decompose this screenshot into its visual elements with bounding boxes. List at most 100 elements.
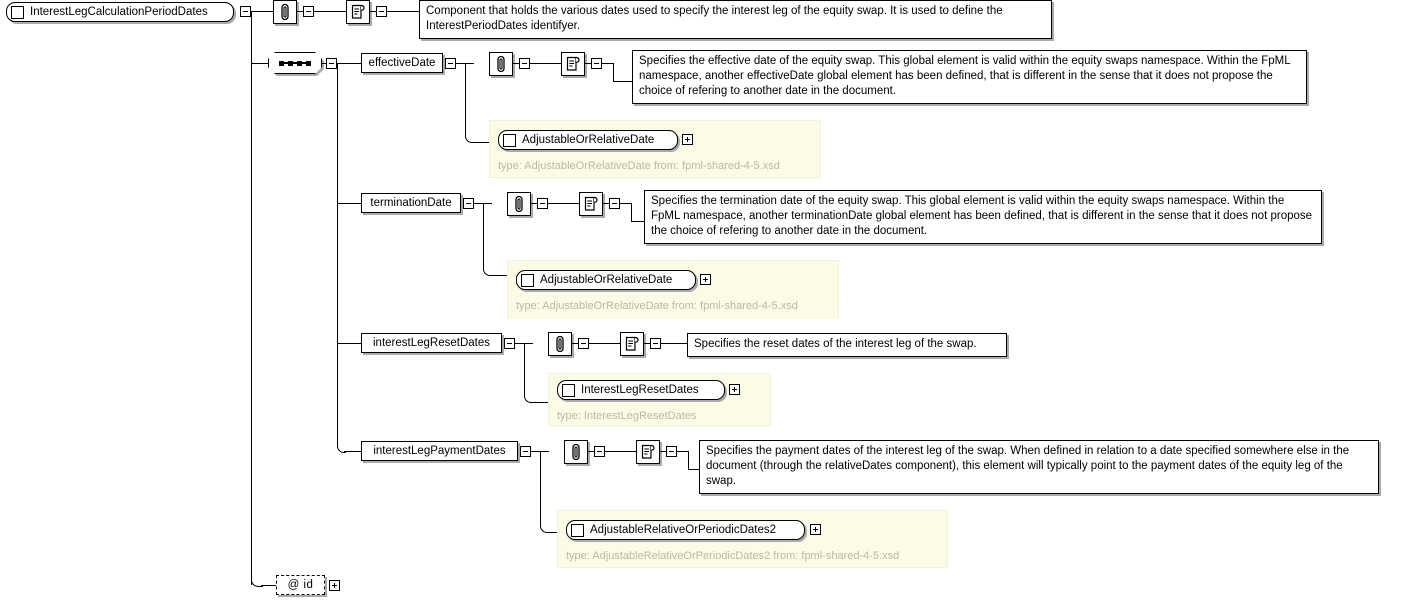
annotation-toggle-effectiveDate[interactable] [519,58,530,69]
paperclip-icon [572,443,580,461]
connector-seg [602,63,613,64]
annotation-paperclip-icon-root[interactable] [273,0,297,24]
type-ref-box-interestLegPaymentDates[interactable]: AdjustableRelativeOrPeriodicDates2 [566,520,805,540]
element-square-icon [562,383,575,397]
toggle-effectiveDate[interactable] [445,58,456,69]
element-box-terminationDate[interactable]: terminationDate [361,193,461,213]
root-documentation-note: Component that holds the various dates u… [419,0,1052,39]
type-label-terminationDate: type: AdjustableOrRelativeDate from: fpm… [516,300,798,312]
connector-seg [688,451,689,469]
connector-seg [572,343,578,344]
type-toggle-interestLegResetDates[interactable] [729,384,740,395]
annotation-paperclip-icon-effectiveDate[interactable] [489,52,513,76]
documentation-note-interestLegResetDates: Specifies the reset dates of the interes… [687,333,1007,357]
root-element-box[interactable]: InterestLegCalculationPeriodDates [6,2,234,22]
documentation-note-effectiveDate: Specifies the effective date of the equi… [632,50,1307,104]
connector-seg [513,63,519,64]
root-toggle[interactable] [240,6,251,17]
annotation-toggle-interestLegPaymentDates[interactable] [594,446,605,457]
connector-seg [644,343,650,344]
connector-seq-branch-1 [337,63,361,64]
attribute-box-id[interactable]: @ id [276,575,325,595]
connector-interestLegPaymentDates-to-type [540,451,541,516]
toggle-interestLegResetDates[interactable] [504,338,515,349]
type-toggle-effectiveDate[interactable] [682,134,693,145]
type-label-effectiveDate: type: AdjustableOrRelativeDate from: fpm… [498,160,780,172]
annotation-paperclip-icon-interestLegResetDates[interactable] [548,332,572,356]
document-scroll-icon [584,196,598,211]
connector-seg [613,63,614,81]
connector-seg [314,11,346,12]
connector-seg [631,203,632,221]
document-scroll-icon [566,56,580,71]
connector-seg [688,469,701,470]
connector-seg [297,11,303,12]
type-toggle-interestLegPaymentDates[interactable] [810,524,821,535]
documentation-note-interestLegPaymentDates: Specifies the payment dates of the inter… [699,440,1379,494]
connector-seg [605,451,636,452]
type-toggle-terminationDate[interactable] [700,274,711,285]
type-ref-box-terminationDate[interactable]: AdjustableOrRelativeDate [516,270,696,290]
connector-seg [370,11,376,12]
type-label-interestLegResetDates: type: InterestLegResetDates [557,410,697,422]
sequence-compositor[interactable] [268,52,322,74]
toggle-terminationDate[interactable] [463,198,474,209]
sequence-dots-icon [279,60,311,66]
element-square-icon [11,5,24,19]
connector-seg [387,11,419,12]
connector-elbow-interestLegResetDates [524,372,549,403]
element-square-icon [571,523,584,537]
document-scroll-icon [641,444,655,459]
documentation-toggle-interestLegPaymentDates[interactable] [666,446,677,457]
connector-seg [631,221,645,222]
toggle-interestLegPaymentDates[interactable] [520,446,531,457]
annotation-paperclip-icon-interestLegPaymentDates[interactable] [564,440,588,464]
documentation-toggle-effectiveDate[interactable] [591,58,602,69]
connector-seg [660,451,666,452]
connector-terminationDate-to-type [483,203,484,258]
element-box-effectiveDate[interactable]: effectiveDate [361,53,443,73]
connector-seq-branch-2 [337,203,361,204]
root-documentation-toggle[interactable] [376,6,387,17]
annotation-paperclip-icon-terminationDate[interactable] [507,192,531,216]
connector-seg [530,63,561,64]
annotation-toggle-terminationDate[interactable] [537,198,548,209]
documentation-icon-interestLegResetDates[interactable] [620,332,644,356]
connector-seq-branch-4 [344,451,362,452]
connector-seg [322,63,326,64]
connector-elbow-effectiveDate [465,112,490,143]
documentation-icon-root[interactable] [346,0,370,24]
connector-elbow-attribute [251,572,263,587]
type-label-interestLegPaymentDates: type: AdjustableRelativeOrPeriodicDates2… [566,550,900,562]
root-annotation-toggle[interactable] [303,6,314,17]
connector-seg [603,203,609,204]
element-box-interestLegPaymentDates[interactable]: interestLegPaymentDates [361,441,518,461]
connector-seg [548,203,579,204]
type-ref-box-effectiveDate[interactable]: AdjustableOrRelativeDate [498,130,678,150]
connector-seg [677,451,688,452]
connector-seg [588,451,594,452]
connector-seg [531,203,537,204]
documentation-note-terminationDate: Specifies the termination date of the eq… [644,190,1322,244]
element-box-interestLegResetDates[interactable]: interestLegResetDates [361,333,502,353]
connector-elbow-interestLegPaymentDates [540,502,565,533]
connector-seg [661,343,687,344]
documentation-icon-effectiveDate[interactable] [561,52,585,76]
sequence-toggle[interactable] [326,58,337,69]
documentation-toggle-terminationDate[interactable] [609,198,620,209]
documentation-icon-interestLegPaymentDates[interactable] [636,440,660,464]
documentation-toggle-interestLegResetDates[interactable] [650,338,661,349]
connector-seq-elbow [337,438,346,453]
type-ref-box-interestLegResetDates[interactable]: InterestLegResetDates [557,380,725,400]
connector-interestLegResetDates-to-type [524,343,525,385]
element-square-icon [503,133,516,147]
connector-seq-vertical [337,63,338,445]
attribute-toggle-id[interactable] [329,580,340,591]
documentation-icon-terminationDate[interactable] [579,192,603,216]
connector-effectiveDate-to-type [465,63,466,125]
connector-elbow-terminationDate [483,245,508,276]
connector-seg [589,343,620,344]
annotation-toggle-interestLegResetDates[interactable] [578,338,589,349]
paperclip-icon [556,335,564,353]
